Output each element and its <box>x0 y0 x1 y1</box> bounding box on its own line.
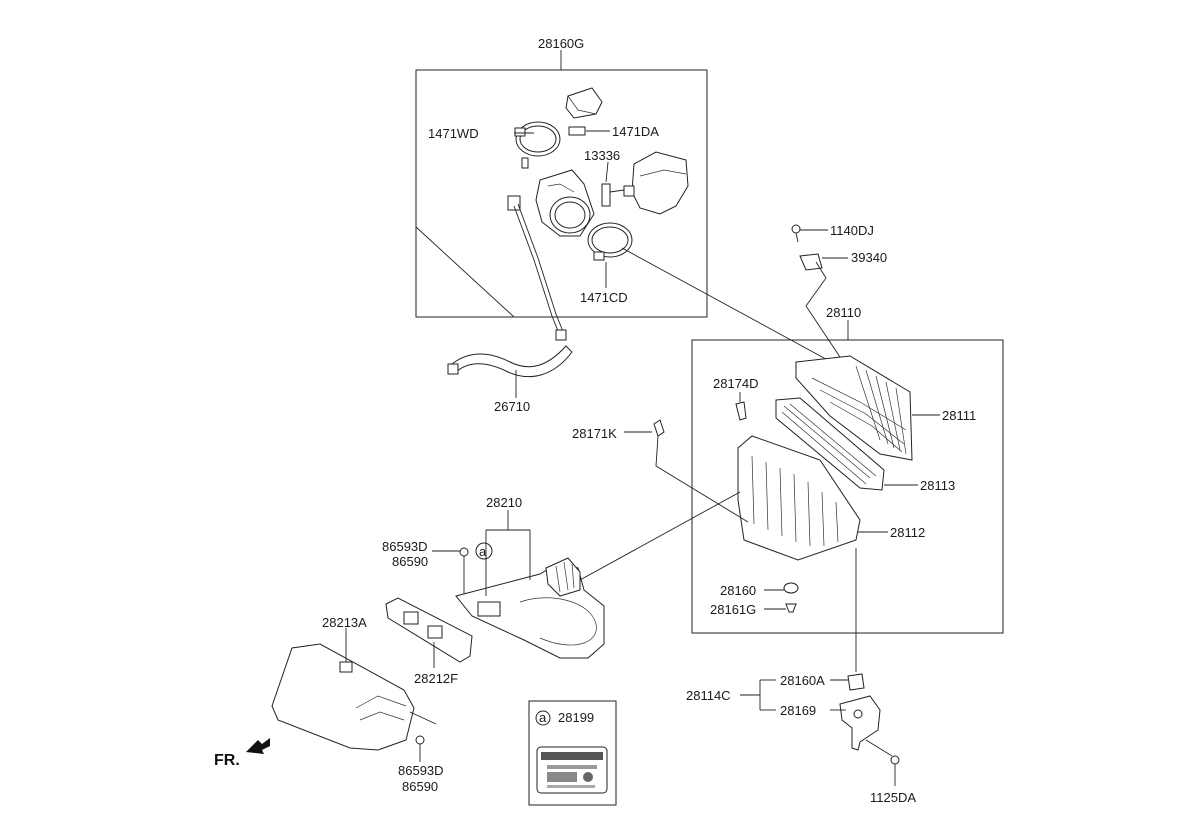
callout-28171K: 28171K <box>572 426 617 441</box>
ref-circle-a <box>475 542 493 560</box>
callout-28210: 28210 <box>486 495 522 510</box>
callout-28160G: 28160G <box>538 36 584 51</box>
callout-28110: 28110 <box>826 305 861 320</box>
callout-39340: 39340 <box>851 250 887 265</box>
callout-28212F: 28212F <box>414 671 458 686</box>
callout-28213A: 28213A <box>322 615 367 630</box>
ref-circle-a-label: a <box>479 544 487 559</box>
hose-pipe <box>513 205 561 337</box>
callout-86593D-lower: 86593D <box>398 763 444 778</box>
bolt-1140DJ <box>791 224 801 234</box>
mounting-bracket-group: 28160A 28169 28114C 1125DA <box>686 548 916 805</box>
bolt-1125DA <box>890 755 900 765</box>
bracket-28169 <box>839 695 881 751</box>
bolt-28171K <box>653 419 665 437</box>
label-box-28199 <box>528 700 617 806</box>
callout-28174D: 28174D <box>713 376 759 391</box>
callout-13336: 13336 <box>584 148 620 163</box>
sensor-39340 <box>799 253 823 271</box>
cap-part <box>565 87 603 119</box>
air-cleaner-case-28112 <box>737 435 861 561</box>
assembly-box-28160G <box>415 69 708 318</box>
front-direction-indicator: FR. <box>214 738 270 769</box>
callout-28112: 28112 <box>890 525 925 540</box>
callout-28169: 28169 <box>780 703 816 718</box>
bracket-group: 28212F <box>385 597 473 686</box>
callout-28161G: 28161G <box>710 602 756 617</box>
front-arrow-icon <box>246 738 270 754</box>
nut-86593D-lower <box>415 735 425 745</box>
clip-28174D <box>735 401 747 421</box>
callout-28111: 28111 <box>942 408 976 423</box>
sticker-logo-bar <box>541 752 603 760</box>
grommet-28160 <box>783 582 799 594</box>
insulator-28160A <box>847 673 865 691</box>
clip-1471DA <box>568 126 586 136</box>
callout-86590-upper: 86590 <box>392 554 428 569</box>
callout-28199: 28199 <box>558 710 594 725</box>
callout-86593D-upper: 86593D <box>382 539 428 554</box>
nut-86593D-upper <box>459 547 469 557</box>
grommet-28161G <box>785 603 797 613</box>
sensor-13336 <box>601 183 611 207</box>
label-sticker-group: a 28199 <box>528 700 617 806</box>
resonator <box>631 151 689 215</box>
breather-hose-group: 26710 <box>447 203 573 414</box>
ref-circle-a-label-2: a <box>539 710 547 725</box>
callout-28160: 28160 <box>720 583 756 598</box>
front-label: FR. <box>214 752 240 769</box>
breather-hose-26710 <box>451 345 573 378</box>
air-cleaner-group: 28110 28111 28113 28174D <box>572 247 1004 634</box>
throttle-assembly-group: 28160G 1471WD 1471DA 13336 1471CD <box>415 36 708 318</box>
sensor-mount-group: 1140DJ 39340 <box>791 223 887 361</box>
callout-86590-lower: 86590 <box>402 779 438 794</box>
callout-28114C: 28114C <box>686 688 731 703</box>
callout-1471WD: 1471WD <box>428 126 479 141</box>
callout-28160A: 28160A <box>780 673 825 688</box>
callout-26710: 26710 <box>494 399 530 414</box>
callout-1471DA: 1471DA <box>612 124 659 139</box>
assembly-box-28110 <box>691 339 1004 634</box>
callout-1140DJ: 1140DJ <box>830 223 874 238</box>
intake-duct-group: a 28210 86593D 86590 <box>382 491 741 659</box>
callout-1125DA: 1125DA <box>870 790 916 805</box>
callout-28113: 28113 <box>920 478 955 493</box>
air-guide-group: 28213A 86593D 86590 <box>271 615 444 794</box>
air-guide-28213A <box>271 643 415 751</box>
callout-1471CD: 1471CD <box>580 290 628 305</box>
